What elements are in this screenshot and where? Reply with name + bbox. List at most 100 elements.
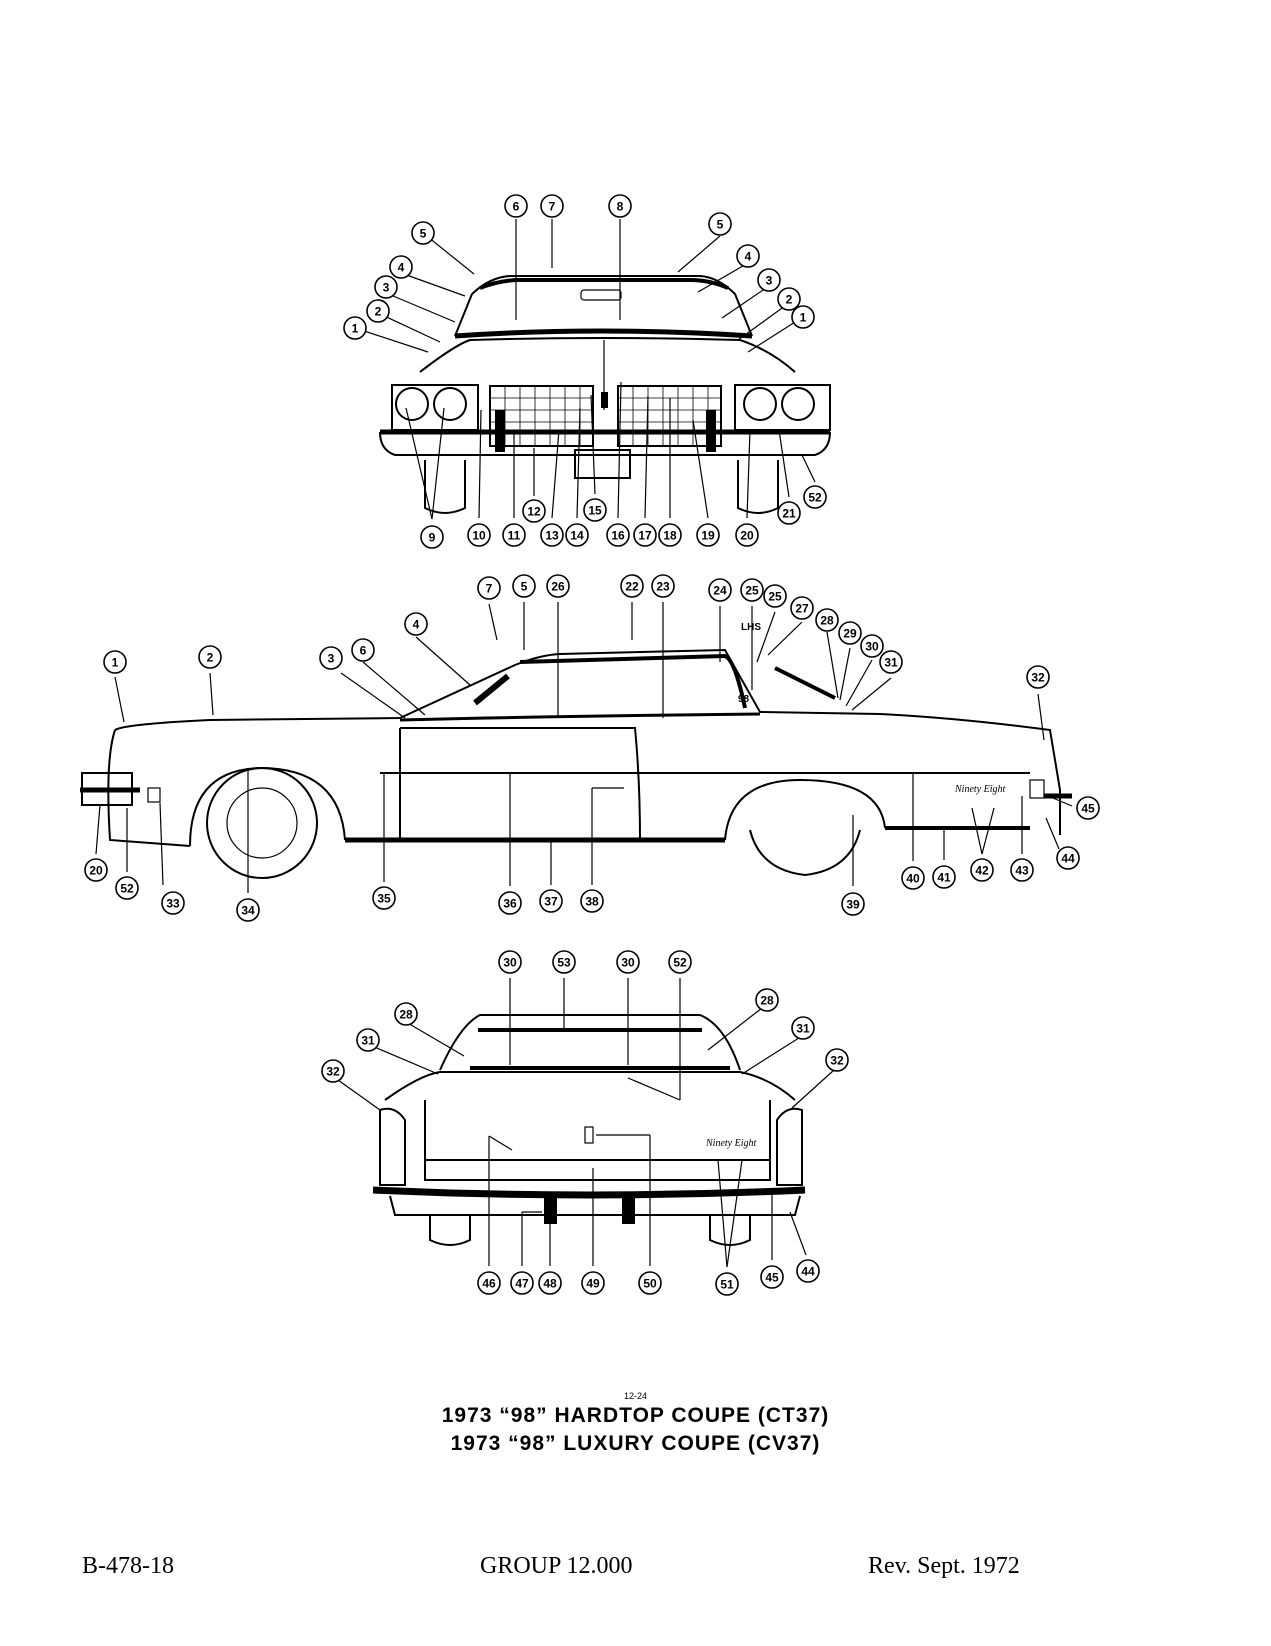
callout-51: 51 xyxy=(715,1272,739,1296)
callout-47: 47 xyxy=(510,1271,534,1295)
callout-49: 49 xyxy=(581,1271,605,1295)
svg-text:30: 30 xyxy=(621,956,635,970)
svg-text:4: 4 xyxy=(413,618,420,632)
callout-17: 17 xyxy=(633,523,657,547)
callout-14: 14 xyxy=(565,523,589,547)
callout-36: 36 xyxy=(498,891,522,915)
svg-text:52: 52 xyxy=(673,956,687,970)
callout-10: 10 xyxy=(467,523,491,547)
svg-text:44: 44 xyxy=(1061,852,1075,866)
callout-40: 40 xyxy=(901,866,925,890)
svg-text:19: 19 xyxy=(701,529,715,543)
callout-29: 29 xyxy=(838,621,862,645)
callout-21: 21 xyxy=(777,501,801,525)
svg-text:12: 12 xyxy=(527,505,541,519)
callout-26: 26 xyxy=(546,574,570,598)
callout-12: 12 xyxy=(522,499,546,523)
svg-text:7: 7 xyxy=(486,582,493,596)
callout-1: 1 xyxy=(791,305,815,329)
callout-13: 13 xyxy=(540,523,564,547)
callout-41: 41 xyxy=(932,865,956,889)
leader-lines xyxy=(95,219,1073,1268)
callout-4: 4 xyxy=(736,244,760,268)
callout-7: 7 xyxy=(540,194,564,218)
svg-text:41: 41 xyxy=(937,871,951,885)
svg-text:28: 28 xyxy=(820,614,834,628)
ninety-eight-label: 98 xyxy=(738,694,750,705)
svg-text:8: 8 xyxy=(617,200,624,214)
callout-4: 4 xyxy=(404,612,428,636)
callout-42: 42 xyxy=(970,858,994,882)
svg-text:28: 28 xyxy=(399,1008,413,1022)
svg-text:53: 53 xyxy=(557,956,571,970)
footer-page-code: B-478-18 xyxy=(82,1553,174,1579)
svg-text:5: 5 xyxy=(717,218,724,232)
callout-31: 31 xyxy=(791,1016,815,1040)
callout-23: 23 xyxy=(651,574,675,598)
svg-text:48: 48 xyxy=(543,1277,557,1291)
callout-18: 18 xyxy=(658,523,682,547)
callout-20: 20 xyxy=(84,858,108,882)
svg-text:18: 18 xyxy=(663,529,677,543)
svg-text:3: 3 xyxy=(328,652,335,666)
footer-revision: Rev. Sept. 1972 xyxy=(868,1553,1020,1579)
svg-text:10: 10 xyxy=(472,529,486,543)
callout-6: 6 xyxy=(351,638,375,662)
svg-text:1: 1 xyxy=(112,656,119,670)
callout-44: 44 xyxy=(796,1259,820,1283)
callout-52: 52 xyxy=(803,485,827,509)
svg-text:35: 35 xyxy=(377,892,391,906)
callout-44: 44 xyxy=(1056,846,1080,870)
svg-text:25: 25 xyxy=(745,584,759,598)
callout-27: 27 xyxy=(790,596,814,620)
callout-7: 7 xyxy=(477,576,501,600)
svg-text:5: 5 xyxy=(521,580,528,594)
callout-3: 3 xyxy=(319,646,343,670)
caption-line-1: 1973 “98” HARDTOP COUPE (CT37) xyxy=(441,1404,830,1427)
callout-45: 45 xyxy=(1076,796,1100,820)
svg-text:28: 28 xyxy=(760,994,774,1008)
svg-text:16: 16 xyxy=(611,529,625,543)
callout-3: 3 xyxy=(374,275,398,299)
svg-text:52: 52 xyxy=(808,491,822,505)
svg-text:42: 42 xyxy=(975,864,989,878)
svg-text:3: 3 xyxy=(383,281,390,295)
svg-text:25: 25 xyxy=(768,590,782,604)
svg-text:14: 14 xyxy=(570,529,584,543)
rear-script-emblem: Ninety Eight xyxy=(705,1138,756,1149)
callout-34: 34 xyxy=(236,898,260,922)
callout-6: 6 xyxy=(504,194,528,218)
lhs-label: LHS xyxy=(741,622,761,633)
callout-11: 11 xyxy=(502,523,526,547)
svg-text:6: 6 xyxy=(360,644,367,658)
svg-text:20: 20 xyxy=(740,529,754,543)
callout-5: 5 xyxy=(708,212,732,236)
svg-text:1: 1 xyxy=(352,322,359,336)
svg-text:31: 31 xyxy=(884,656,898,670)
callout-5: 5 xyxy=(512,574,536,598)
callout-2: 2 xyxy=(198,645,222,669)
svg-text:36: 36 xyxy=(503,897,517,911)
callout-2: 2 xyxy=(777,287,801,311)
callout-30: 30 xyxy=(860,634,884,658)
callout-22: 22 xyxy=(620,574,644,598)
callout-50: 50 xyxy=(638,1271,662,1295)
callout-32: 32 xyxy=(825,1048,849,1072)
callout-33: 33 xyxy=(161,891,185,915)
svg-text:46: 46 xyxy=(482,1277,496,1291)
svg-text:15: 15 xyxy=(588,504,602,518)
callout-25: 25 xyxy=(763,584,787,608)
side-view-drawing xyxy=(80,648,1072,879)
svg-text:4: 4 xyxy=(398,261,405,275)
svg-text:32: 32 xyxy=(830,1054,844,1068)
callout-52: 52 xyxy=(115,876,139,900)
svg-text:24: 24 xyxy=(713,584,727,598)
svg-text:39: 39 xyxy=(846,898,860,912)
svg-text:43: 43 xyxy=(1015,864,1029,878)
callout-46: 46 xyxy=(477,1271,501,1295)
footer-group: GROUP 12.000 xyxy=(480,1553,633,1579)
svg-text:17: 17 xyxy=(638,529,652,543)
svg-text:23: 23 xyxy=(656,580,670,594)
